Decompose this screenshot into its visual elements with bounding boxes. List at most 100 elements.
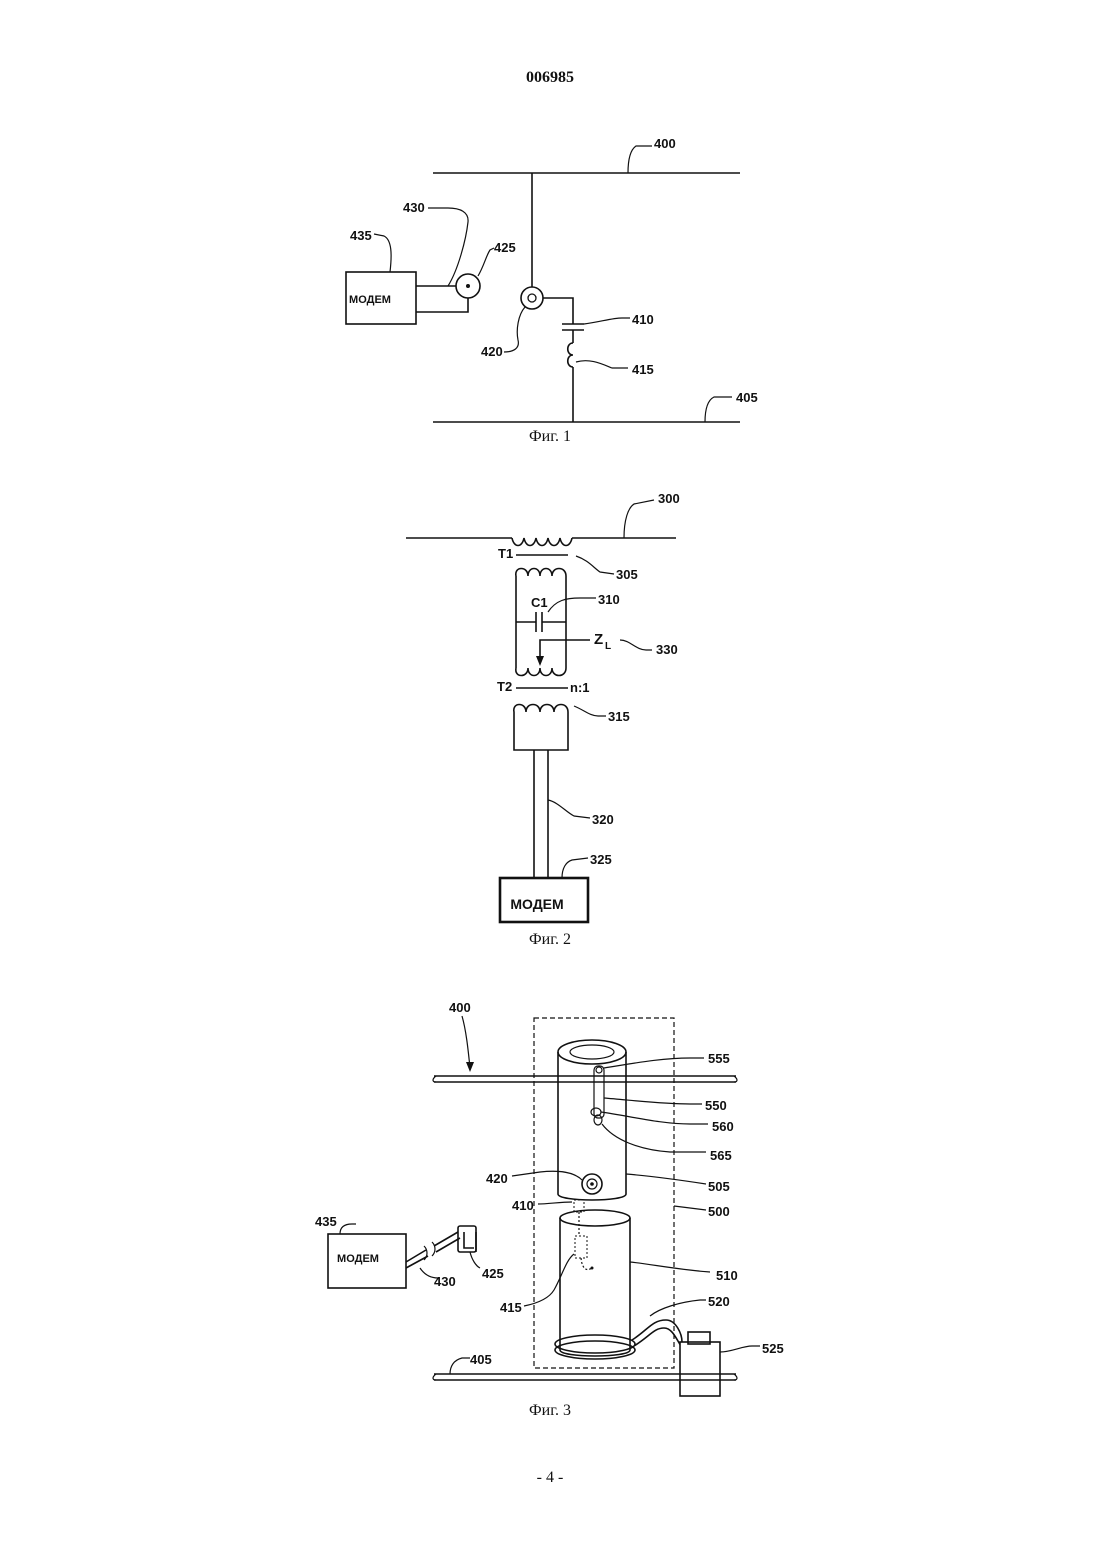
zl-label: Z xyxy=(594,631,603,648)
wire-to-capacitor xyxy=(543,298,573,324)
ref-400-fig3: 400 xyxy=(449,1000,471,1015)
line-405-end-left xyxy=(433,1374,436,1380)
t2-primary-winding xyxy=(516,668,566,676)
cable-430-b1 xyxy=(434,1232,458,1246)
inductor-415 xyxy=(568,343,573,367)
modem-label-fig3: МОДЕМ xyxy=(337,1253,379,1265)
figure-2: 300 T1 305 C1 310 Z L 330 T2 n:1 315 xyxy=(406,491,680,948)
leader-305 xyxy=(576,556,614,574)
ref-315: 315 xyxy=(608,709,630,724)
ref-550: 550 xyxy=(705,1098,727,1113)
leader-310 xyxy=(548,598,596,612)
arrow-400 xyxy=(466,1062,474,1072)
ref-410-fig3: 410 xyxy=(512,1198,534,1213)
ref-565: 565 xyxy=(710,1148,732,1163)
cable-break-2 xyxy=(432,1242,435,1256)
document-number: 006985 xyxy=(526,69,574,86)
ref-510: 510 xyxy=(716,1268,738,1283)
t1-secondary-winding xyxy=(516,569,566,577)
ref-305: 305 xyxy=(616,567,638,582)
leader-325 xyxy=(562,858,588,878)
page-number: - 4 - xyxy=(537,1469,564,1486)
leader-320 xyxy=(548,800,590,818)
modem-label-fig1: МОДЕМ xyxy=(349,294,391,306)
inductor-415-terminal xyxy=(591,1267,594,1270)
line-400-end-right xyxy=(734,1076,737,1082)
ref-425: 425 xyxy=(494,240,516,255)
ref-310: 310 xyxy=(598,592,620,607)
line-405-end-right xyxy=(734,1374,737,1380)
leader-330 xyxy=(620,640,652,650)
c1-label: C1 xyxy=(531,595,548,610)
coupler-core xyxy=(528,294,536,302)
coupler-425-center xyxy=(466,284,470,288)
turns-ratio-label: n:1 xyxy=(570,680,590,695)
t1-label: T1 xyxy=(498,546,513,561)
cable-430-bottom xyxy=(416,298,468,312)
zl-arrow-line xyxy=(540,640,590,662)
leader-505 xyxy=(626,1174,706,1184)
figure-1: 400 420 410 415 405 МОДЕМ 435 xyxy=(346,136,758,445)
ref-520: 520 xyxy=(708,1294,730,1309)
figure-1-caption: Фиг. 1 xyxy=(529,428,571,445)
ref-560: 560 xyxy=(712,1119,734,1134)
leader-405 xyxy=(705,397,732,422)
figure-3: 400 555 550 560 565 505 500 420 xyxy=(315,1000,784,1419)
cable-430-a1 xyxy=(406,1250,426,1262)
ref-425-fig3: 425 xyxy=(482,1266,504,1281)
leader-415 xyxy=(576,361,628,368)
leader-425 xyxy=(478,248,494,276)
leader-500 xyxy=(674,1206,706,1210)
strap-520-lower xyxy=(634,1328,682,1348)
ref-320: 320 xyxy=(592,812,614,827)
t1-primary-winding xyxy=(512,538,572,546)
line-400-end-left xyxy=(433,1076,436,1082)
ref-435: 435 xyxy=(350,228,372,243)
ref-525: 525 xyxy=(762,1341,784,1356)
leader-525 xyxy=(720,1346,760,1352)
leader-410-fig3 xyxy=(538,1202,572,1204)
ref-500: 500 xyxy=(708,1204,730,1219)
cable-430-a2 xyxy=(406,1256,428,1268)
leader-400-fig3 xyxy=(462,1016,470,1068)
leader-435 xyxy=(374,234,391,272)
coupler-425-hook xyxy=(464,1232,474,1248)
leader-510 xyxy=(630,1262,710,1272)
leader-300 xyxy=(624,500,654,538)
ref-400: 400 xyxy=(654,136,676,151)
leader-405-fig3 xyxy=(450,1358,470,1374)
leader-315 xyxy=(574,706,606,716)
leader-430 xyxy=(428,208,468,286)
coupler-420-fig3-center xyxy=(590,1182,594,1186)
ref-415-fig3: 415 xyxy=(500,1300,522,1315)
ref-300: 300 xyxy=(658,491,680,506)
ref-405: 405 xyxy=(736,390,758,405)
leader-520 xyxy=(650,1300,706,1316)
ref-405-fig3: 405 xyxy=(470,1352,492,1367)
ref-415: 415 xyxy=(632,362,654,377)
ref-325: 325 xyxy=(590,852,612,867)
leader-420 xyxy=(504,307,525,352)
ref-420: 420 xyxy=(481,344,503,359)
leader-425-fig3 xyxy=(470,1252,480,1268)
leader-435-fig3 xyxy=(340,1224,356,1234)
t2-label: T2 xyxy=(497,679,512,694)
ref-330: 330 xyxy=(656,642,678,657)
coupler-420 xyxy=(521,287,543,309)
figure-2-caption: Фиг. 2 xyxy=(529,931,571,948)
ref-410: 410 xyxy=(632,312,654,327)
ref-435-fig3: 435 xyxy=(315,1214,337,1229)
modem-label-fig2: МОДЕМ xyxy=(510,896,563,912)
clamp-525 xyxy=(680,1342,720,1396)
ref-420-fig3: 420 xyxy=(486,1171,508,1186)
upper-cylinder-505 xyxy=(558,1052,626,1200)
leader-400 xyxy=(628,146,652,173)
figure-3-caption: Фиг. 3 xyxy=(529,1402,571,1419)
ref-555: 555 xyxy=(708,1051,730,1066)
zl-arrow-head xyxy=(536,656,544,666)
ref-430-fig3: 430 xyxy=(434,1274,456,1289)
leader-410 xyxy=(584,318,630,324)
t2-secondary-winding xyxy=(514,705,568,751)
zl-subscript: L xyxy=(605,641,611,652)
